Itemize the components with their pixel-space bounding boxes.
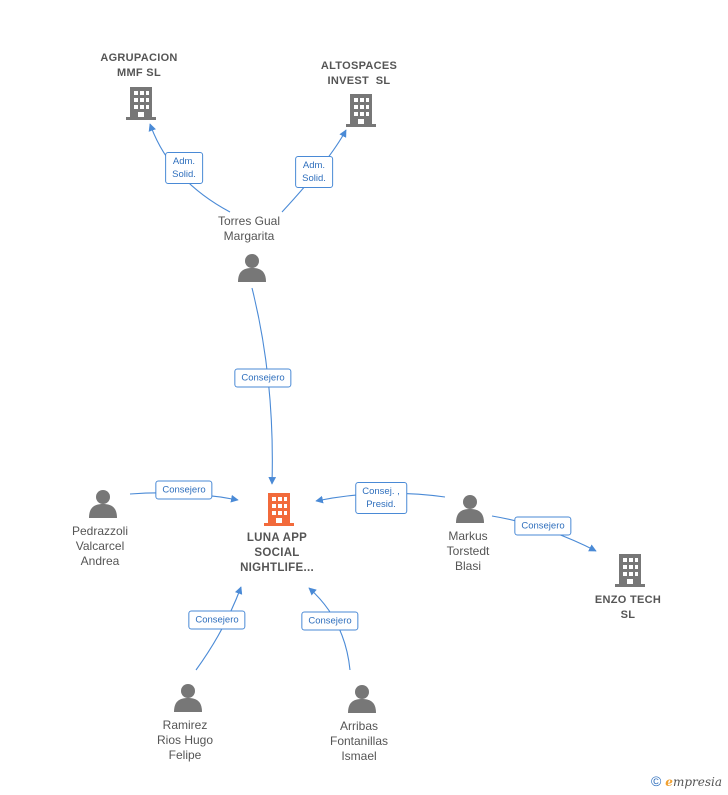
label-line: Felipe	[168, 748, 202, 762]
node-agrupacion-label[interactable]: AGRUPACION MMF SL	[100, 51, 177, 81]
node-pedrazzoli-label[interactable]: Pedrazzoli Valcarcel Andrea	[72, 524, 128, 569]
person-icon	[174, 684, 202, 712]
label-line: LUNA APP	[246, 532, 308, 544]
brand-e: e	[665, 775, 673, 789]
label-line: INVEST SL	[327, 75, 391, 87]
person-icon	[348, 685, 376, 713]
label-line: Torres Gual	[217, 214, 281, 228]
node-ramirez-label[interactable]: Ramirez Rios Hugo Felipe	[157, 718, 213, 763]
brand-watermark: ©empresia	[651, 773, 722, 789]
label-line: Blasi	[454, 559, 481, 573]
node-torres-label[interactable]: Torres Gual Margarita	[218, 214, 280, 244]
label-line: Fontanillas	[329, 734, 389, 748]
tag-line: Solid.	[172, 169, 196, 180]
label-line: Markus	[448, 529, 488, 543]
label-line: ENZO TECH	[594, 594, 662, 606]
node-arribas-label[interactable]: Arribas Fontanillas Ismael	[330, 719, 388, 764]
tag-line: Consej. ,	[362, 486, 400, 497]
label-line: Ramirez	[162, 718, 208, 732]
edges	[129, 123, 597, 671]
label-line: Rios Hugo	[156, 733, 214, 747]
label-line: AGRUPACION	[100, 52, 178, 64]
edge-tag-consejero[interactable]: Consejero	[234, 368, 292, 388]
node-altospaces-label[interactable]: ALTOSPACES INVEST SL	[321, 59, 397, 89]
person-icon	[456, 495, 484, 523]
tag-line: Presid.	[366, 499, 396, 510]
tag-line: Adm.	[302, 160, 326, 171]
edge-tag-consejero[interactable]: Consejero	[155, 480, 213, 500]
node-markus-label[interactable]: Markus Torstedt Blasi	[447, 529, 490, 574]
label-line: SL	[620, 609, 636, 621]
building-icon	[346, 94, 376, 127]
person-icon	[238, 254, 266, 282]
label-line: Margarita	[223, 229, 275, 243]
tag-line: Solid.	[302, 173, 326, 184]
node-enzo-label[interactable]: ENZO TECH SL	[595, 593, 661, 623]
label-line: MMF SL	[117, 67, 161, 79]
label-line: SOCIAL	[254, 547, 300, 559]
copyright-icon: ©	[650, 773, 662, 789]
building-icon	[264, 493, 294, 526]
label-line: NIGHTLIFE...	[240, 562, 314, 574]
label-line: Ismael	[341, 749, 377, 763]
label-line: Pedrazzoli	[71, 524, 129, 538]
label-line: Valcarcel	[75, 539, 125, 553]
label-line: Arribas	[339, 719, 378, 733]
edge-tag-consej-presid[interactable]: Consej. , Presid.	[355, 482, 407, 514]
building-icon	[615, 554, 645, 587]
label-line: Andrea	[80, 554, 120, 568]
edge-tag-adm-solid[interactable]: Adm. Solid.	[295, 156, 333, 188]
edge-tag-adm-solid[interactable]: Adm. Solid.	[165, 152, 203, 184]
label-line: ALTOSPACES	[320, 60, 398, 72]
label-line: Torstedt	[446, 544, 490, 558]
node-luna-label[interactable]: LUNA APP SOCIAL NIGHTLIFE...	[240, 531, 314, 576]
edge-tag-consejero[interactable]: Consejero	[514, 516, 572, 536]
brand-name: mpresia	[672, 775, 722, 789]
tag-line: Adm.	[172, 156, 196, 167]
edge-tag-consejero[interactable]: Consejero	[188, 610, 246, 630]
building-icon	[126, 87, 156, 120]
edge-tag-consejero[interactable]: Consejero	[301, 611, 359, 631]
person-icon	[89, 490, 117, 518]
